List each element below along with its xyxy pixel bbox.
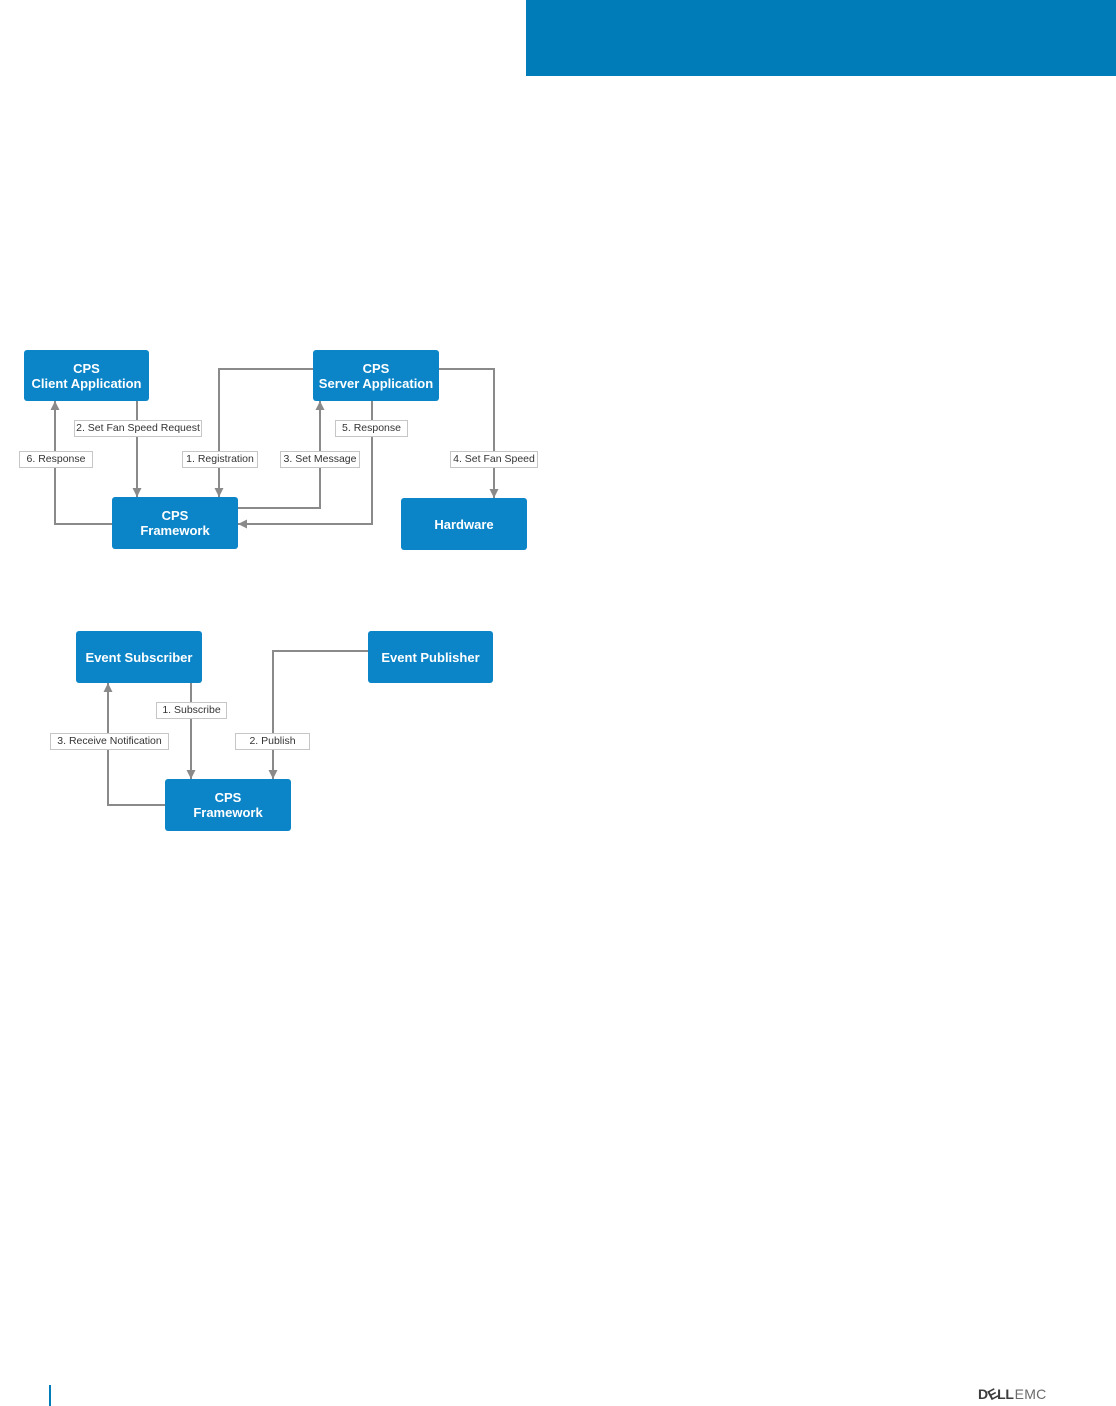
edge-label-subscribe: 1. Subscribe bbox=[156, 702, 227, 719]
edge-label-response-5: 5. Response bbox=[335, 420, 408, 437]
node-line: CPS bbox=[214, 790, 242, 805]
node-cps-framework: CPS Framework bbox=[112, 497, 238, 549]
node-line: CPS bbox=[161, 508, 189, 523]
node-event-publisher: Event Publisher bbox=[368, 631, 493, 683]
edge-label-registration: 1. Registration bbox=[182, 451, 258, 468]
footer-rule bbox=[49, 1385, 51, 1406]
header-bar bbox=[526, 0, 1116, 76]
node-cps-framework-events: CPS Framework bbox=[165, 779, 291, 831]
node-line: CPS bbox=[73, 360, 100, 376]
node-server-application: CPS Server Application bbox=[313, 350, 439, 401]
connector-registration bbox=[214, 368, 313, 497]
edge-label-set-fan-speed-request: 2. Set Fan Speed Request bbox=[74, 420, 202, 437]
logo-letter-d: D bbox=[978, 1386, 988, 1402]
node-hardware: Hardware bbox=[401, 498, 527, 550]
connector-publish bbox=[268, 650, 368, 779]
logo-emc: EMC bbox=[1014, 1386, 1047, 1402]
edge-label-response-6: 6. Response bbox=[19, 451, 93, 468]
node-event-subscriber: Event Subscriber bbox=[76, 631, 202, 683]
node-line: Event Publisher bbox=[381, 649, 480, 665]
node-line: Framework bbox=[140, 523, 210, 538]
node-line: CPS bbox=[362, 360, 390, 376]
connector-set-fan-speed bbox=[439, 368, 499, 498]
edge-label-set-message: 3. Set Message bbox=[280, 451, 360, 468]
edge-label-publish: 2. Publish bbox=[235, 733, 310, 750]
node-line: Server Application bbox=[318, 375, 434, 391]
node-line: Hardware bbox=[434, 516, 494, 532]
node-client-application: CPS Client Application bbox=[24, 350, 149, 401]
logo-letters-ll: LL bbox=[997, 1386, 1014, 1402]
node-line: Client Application bbox=[31, 375, 142, 391]
dell-emc-logo: DELLEMC bbox=[978, 1385, 1047, 1404]
node-line: Framework bbox=[193, 805, 263, 820]
edge-label-set-fan-speed: 4. Set Fan Speed bbox=[450, 451, 538, 468]
node-line: Event Subscriber bbox=[85, 649, 193, 665]
edge-label-receive-notification: 3. Receive Notification bbox=[50, 733, 169, 750]
